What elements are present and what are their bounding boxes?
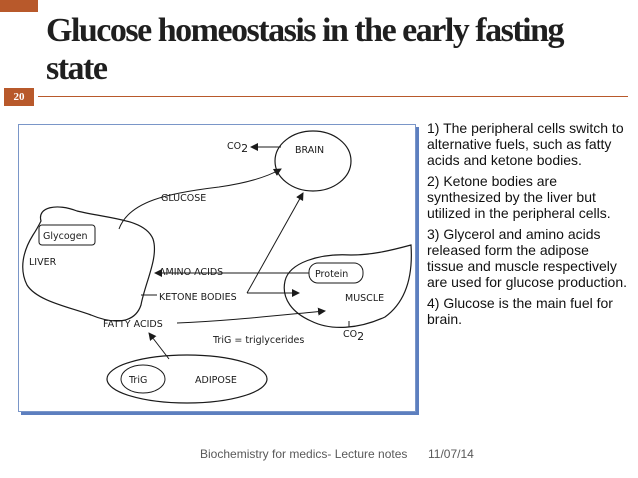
metabolism-diagram: BRAIN CO2 Glycogen LIVER GLUCOSE Protein…: [18, 124, 416, 412]
page-number: 20: [4, 88, 34, 106]
arrow-adipose-to-fatty-acids: [148, 332, 170, 360]
liver-label: LIVER: [29, 257, 57, 268]
adipose-label: ADIPOSE: [195, 375, 237, 386]
diagram-canvas: BRAIN CO2 Glycogen LIVER GLUCOSE Protein…: [22, 130, 412, 404]
title-divider: [38, 96, 628, 97]
adipose-shape: [106, 354, 268, 404]
liver-shape: [22, 206, 155, 322]
muscle-label: MUSCLE: [345, 293, 384, 304]
arrow-ketones-to-brain: [246, 192, 304, 294]
note-item: 4) Glucose is the main fuel for brain.: [427, 295, 613, 327]
glycogen-box: [38, 224, 96, 246]
brain-shape: [274, 130, 352, 192]
protein-label: Protein: [315, 269, 348, 280]
note-item: 1) The peripheral cells switch to altern…: [427, 120, 624, 168]
ketone-bodies-label: KETONE BODIES: [159, 292, 237, 303]
trig-label: TriG: [128, 375, 147, 386]
footer-source: Biochemistry for medics- Lecture notes: [200, 447, 408, 461]
accent-bar: [0, 0, 38, 12]
glucose-label: GLUCOSE: [161, 193, 206, 204]
footer-date: 11/07/14: [428, 447, 474, 461]
glycogen-label: Glycogen: [43, 231, 88, 242]
co2-top-label: CO2: [227, 141, 248, 155]
note-item: 3) Glycerol and amino acids released for…: [427, 226, 628, 290]
muscle-shape: [283, 244, 412, 328]
arrow-fatty-acids-to-muscle: [176, 307, 326, 324]
fatty-acids-label: FATTY ACIDS: [103, 319, 163, 330]
arrow-liver-to-brain-glucose: [118, 168, 282, 230]
note-item: 2) Ketone bodies are synthesized by the …: [427, 173, 611, 221]
slide-title: Glucose homeostasis in the early fasting…: [46, 12, 565, 87]
trig-shape: [120, 364, 166, 394]
notes-list: 1) The peripheral cells switch to altern…: [427, 120, 627, 332]
brain-label: BRAIN: [295, 145, 324, 156]
co2-bottom-label: CO2: [343, 329, 364, 343]
trig-definition: TriG = triglycerides: [212, 335, 304, 346]
